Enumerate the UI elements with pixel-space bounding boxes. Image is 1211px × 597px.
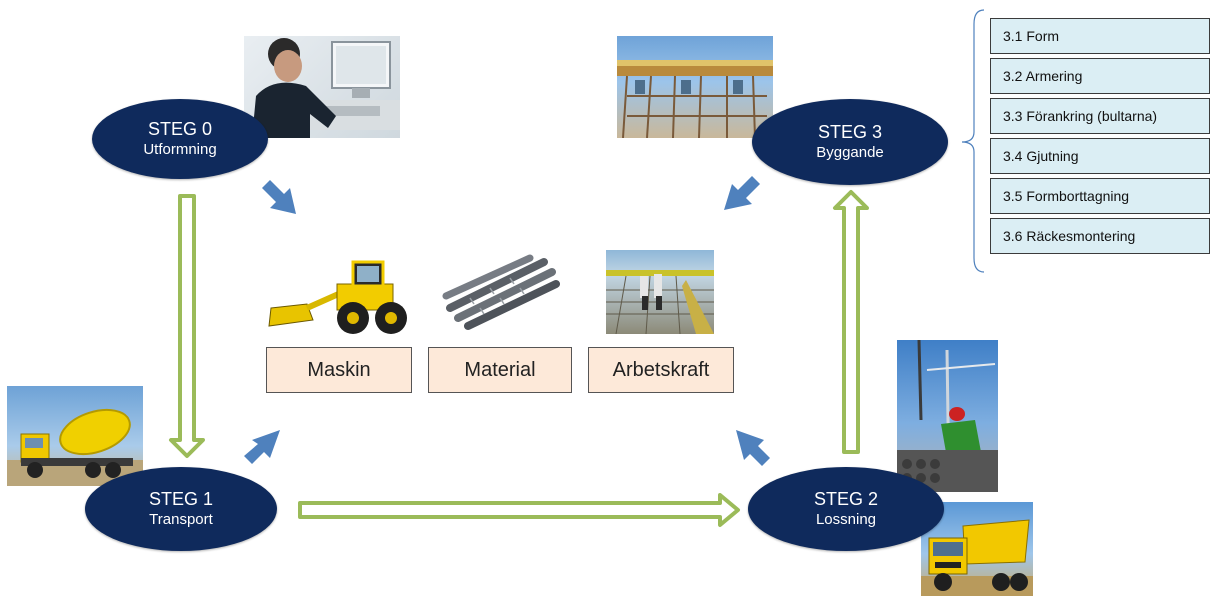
resource-arbetskraft: Arbetskraft xyxy=(588,347,734,393)
resource-material: Material xyxy=(428,347,572,393)
step-2-subtitle: Lossning xyxy=(815,511,877,528)
step-2-title: STEG 2 xyxy=(813,489,879,509)
blue-arrow-step1-to-resources xyxy=(244,430,280,464)
substep-item: 3.6 Räckesmontering xyxy=(990,218,1210,254)
step-1-title: STEG 1 xyxy=(148,489,214,509)
substep-item: 3.4 Gjutning xyxy=(990,138,1210,174)
step-0-subtitle: Utformning xyxy=(143,141,217,158)
resource-maskin-label: Maskin xyxy=(307,358,371,381)
step-0-title: STEG 0 xyxy=(147,119,213,139)
concrete-mixer-truck-photo xyxy=(7,386,143,486)
resource-arbetskraft-label: Arbetskraft xyxy=(612,358,710,381)
resource-maskin: Maskin xyxy=(266,347,412,393)
construction-workers-photo xyxy=(606,250,714,334)
formwork-photo xyxy=(617,36,773,138)
substep-item: 3.5 Formborttagning xyxy=(990,178,1210,214)
wheel-loader-photo xyxy=(267,256,413,338)
green-arrow-down xyxy=(169,194,205,458)
substeps-brace xyxy=(961,9,985,273)
step-3-ellipse: STEG 3 Byggande xyxy=(752,99,948,185)
substep-item: 3.2 Armering xyxy=(990,58,1210,94)
office-worker-photo xyxy=(244,36,400,138)
green-arrow-up xyxy=(833,190,869,454)
step-3-subtitle: Byggande xyxy=(816,144,884,161)
step-2-ellipse: STEG 2 Lossning xyxy=(748,467,944,551)
step-1-ellipse: STEG 1 Transport xyxy=(85,467,277,551)
substeps-list: 3.1 Form 3.2 Armering 3.3 Förankring (bu… xyxy=(990,18,1210,258)
substep-item: 3.1 Form xyxy=(990,18,1210,54)
rebar-photo xyxy=(440,252,560,332)
step-1-subtitle: Transport xyxy=(149,511,213,528)
blue-arrow-step2-to-resources xyxy=(736,430,770,466)
green-arrow-right xyxy=(298,493,740,527)
step-3-title: STEG 3 xyxy=(817,122,883,142)
blue-arrow-step0-to-resources xyxy=(262,180,296,214)
crane-worker-photo xyxy=(897,340,998,492)
blue-arrow-step3-to-resources xyxy=(724,176,760,210)
resource-material-label: Material xyxy=(464,358,536,381)
substep-item: 3.3 Förankring (bultarna) xyxy=(990,98,1210,134)
step-0-ellipse: STEG 0 Utformning xyxy=(92,99,268,179)
